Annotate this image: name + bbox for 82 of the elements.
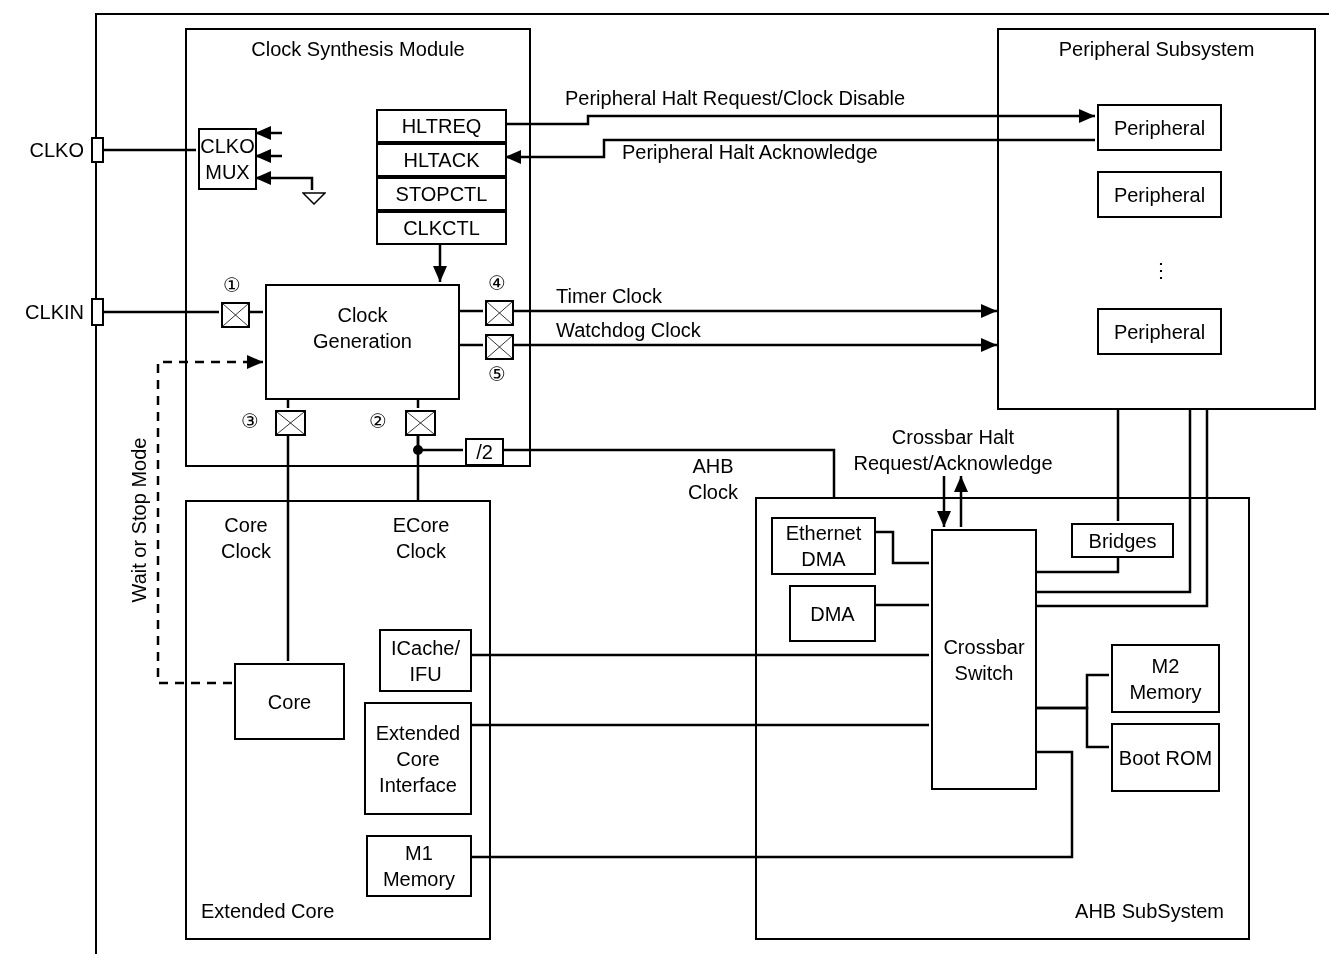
connector-line [104,148,196,152]
block-box [789,585,876,642]
connector-line [416,434,463,452]
module-box [997,28,1316,410]
block-label: DMA [809,601,856,627]
block-label: STOPCTL [395,182,488,207]
core-clock-label: Core Clock [220,513,272,564]
register-cell [376,211,507,245]
block-label: Peripheral [1112,115,1207,141]
ellipsis-label: ⋮ [1151,258,1171,283]
clock-gate-symbol [405,410,436,436]
edge-label: Timer Clock [556,286,662,306]
circled-number: ⑤ [488,362,506,386]
pin-symbol [91,298,104,326]
module-box [185,500,491,940]
edge-label: Watchdog Clock [556,320,701,340]
arrow [433,243,447,282]
block-box [198,128,257,190]
block-label: Core [266,689,313,715]
connector-line [286,434,290,661]
module-title: Clock Synthesis Module [250,37,466,62]
block-label: /2 [475,440,494,465]
connector-line [104,310,219,314]
circled-number: ② [369,409,387,433]
arrow [954,476,968,527]
circled-number: ④ [488,271,506,295]
module-title: Peripheral Subsystem [1057,37,1256,62]
block-box [1097,104,1222,151]
block-label: Peripheral [1112,319,1207,345]
register-cell [376,177,507,211]
signal-label: Crossbar Halt Request/Acknowledge [828,424,1078,476]
block-label: Boot ROM [1117,745,1214,771]
clock-gate-symbol [485,334,514,360]
block-label: M2 Memory [1128,653,1203,705]
block-label: M1 Memory [381,841,457,892]
block-label: HLTREQ [401,114,482,139]
block-box [234,663,345,740]
circled-number: ③ [241,409,259,433]
block-label: CLKO MUX [200,134,255,185]
dashed-arrow [156,355,263,685]
block-label: CLKCTL [403,216,480,241]
block-box [379,629,472,692]
module-box [755,497,1250,940]
block-label: Peripheral [1112,182,1207,208]
block-label: Extended Core Interface [374,720,462,798]
ground-symbol [302,192,326,205]
register-cell [376,109,507,143]
block-box [1097,171,1222,218]
block-label: Ethernet DMA [784,521,863,572]
block-label: Clock Generation [312,303,413,354]
block-label: HLTACK [403,148,480,173]
module-title: AHB SubSystem [1075,899,1224,924]
clock-generation-box [265,284,460,400]
block-label: ICache/ IFU [390,635,461,687]
block-box [1111,644,1220,713]
pin-symbol [91,137,104,163]
block-box [1111,723,1220,792]
pin-label: CLKIN [25,300,84,324]
block-box [364,702,472,815]
block-label: Crossbar Switch [942,634,1026,686]
register-cell [376,143,507,177]
clock-gate-symbol [221,302,250,328]
block-box [465,438,504,466]
block-label: Bridges [1087,528,1158,554]
vertical-label: Wait or Stop Mode [127,437,151,603]
arrow [937,476,951,527]
clock-gate-symbol [275,410,306,436]
module-box [185,28,531,467]
pin-label: CLKO [29,138,84,162]
block-box [931,529,1037,790]
edge-label: Peripheral Halt Request/Clock Disable [565,88,906,108]
module-title: Extended Core [201,899,335,924]
connector-line [1116,410,1120,521]
block-box [366,835,472,897]
circled-number: ① [223,273,241,297]
block-box [771,517,876,575]
block-box [1097,308,1222,355]
edge-label: Peripheral Halt Acknowledge [622,142,878,162]
block-box [1071,523,1174,558]
clock-gate-symbol [485,300,514,326]
ahb-clock-label: AHB Clock [687,454,739,505]
ecore-clock-label: ECore Clock [391,513,451,564]
